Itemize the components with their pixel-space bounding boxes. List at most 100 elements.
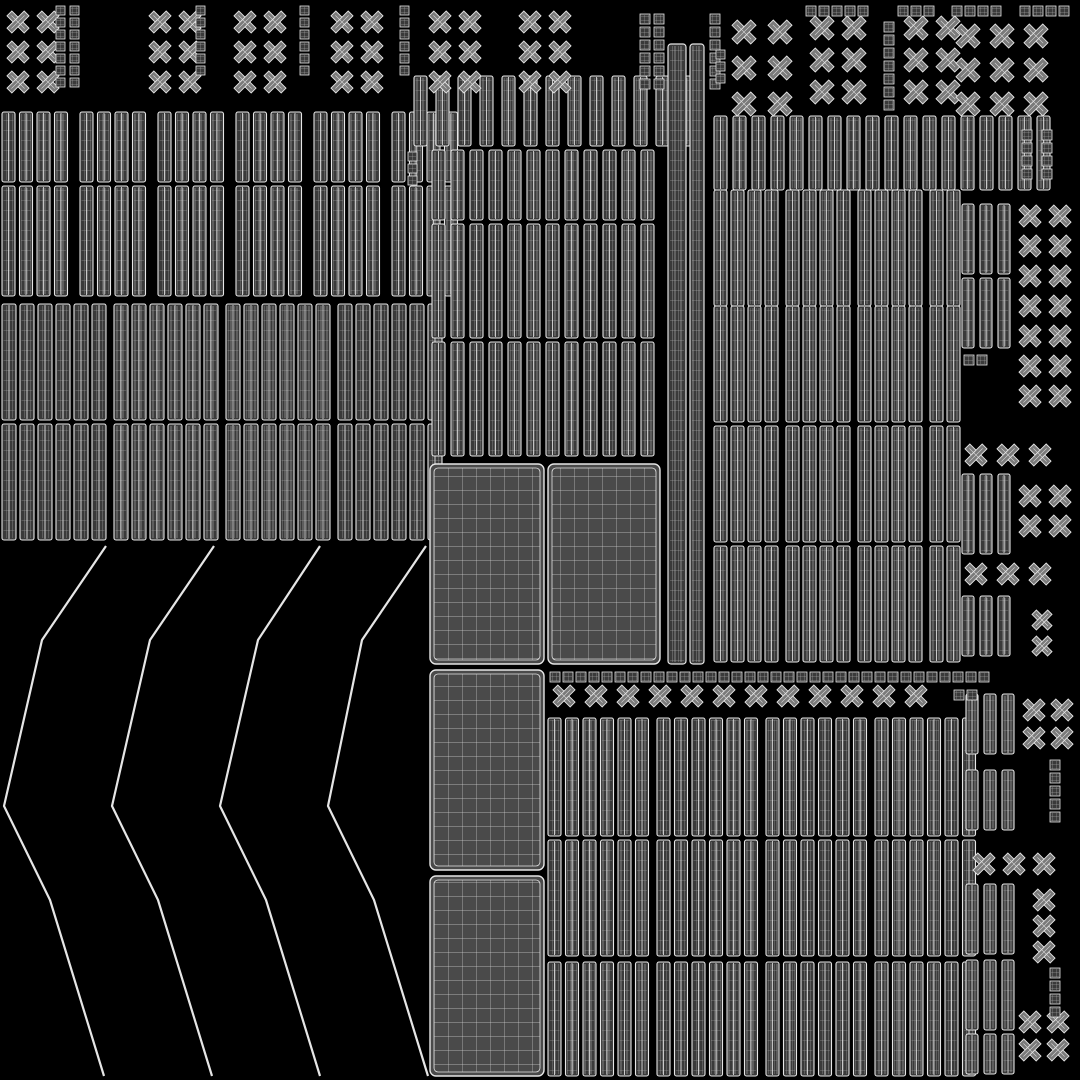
small-square-island	[951, 5, 963, 17]
strip-island	[589, 75, 604, 147]
cross-island	[1018, 264, 1042, 288]
cross-island	[616, 684, 640, 708]
strip-island	[488, 341, 503, 457]
small-square-island	[55, 65, 66, 76]
panel-island	[429, 669, 545, 871]
cross-island	[458, 70, 482, 94]
strip-island	[836, 189, 851, 307]
strip-island	[961, 203, 975, 275]
small-square-island	[55, 77, 66, 88]
small-square-island	[407, 163, 418, 174]
strip-island	[874, 717, 889, 837]
strip-island	[960, 115, 975, 191]
small-square-island	[1049, 785, 1061, 797]
small-square-island	[299, 65, 310, 76]
strip-island	[979, 203, 993, 275]
strip-island	[507, 149, 522, 221]
strip-island	[113, 303, 129, 421]
strip-island	[501, 75, 516, 147]
cross-island	[809, 47, 835, 73]
strip-island	[997, 595, 1011, 657]
small-square-island	[770, 671, 782, 683]
strip-island	[1001, 883, 1015, 955]
strip-island	[891, 189, 906, 307]
cross-island	[178, 70, 202, 94]
small-square-island	[883, 73, 895, 85]
small-square-island	[715, 73, 726, 84]
small-square-island	[601, 671, 613, 683]
strip-island	[545, 149, 560, 221]
small-square-island	[299, 5, 310, 16]
strip-island	[891, 717, 907, 837]
strip-island	[545, 75, 560, 147]
cross-island	[955, 57, 981, 83]
curve-island	[110, 545, 215, 1077]
strip-island	[167, 423, 183, 541]
strip-island	[983, 959, 997, 1031]
cross-island	[1022, 726, 1046, 750]
cross-island	[1048, 354, 1072, 378]
strip-island	[857, 545, 872, 663]
cross-island	[548, 40, 572, 64]
small-square-island	[953, 689, 965, 701]
strip-island	[547, 717, 562, 837]
strip-island	[908, 189, 923, 307]
strip-island	[157, 111, 172, 183]
strip-island	[691, 839, 706, 957]
strip-island	[983, 883, 997, 955]
strip-island	[270, 185, 285, 297]
cross-island	[263, 70, 287, 94]
cross-island	[1018, 354, 1042, 378]
strip-island	[751, 115, 766, 191]
strip-island	[785, 305, 800, 423]
strip-island	[287, 185, 303, 297]
strip-island	[348, 185, 363, 297]
strip-island	[819, 545, 834, 663]
cross-island	[1050, 726, 1074, 750]
small-square-island	[195, 53, 206, 64]
strip-island	[174, 111, 190, 183]
small-square-island	[653, 65, 665, 77]
strip-island	[252, 185, 268, 297]
strip-island	[297, 423, 313, 541]
cross-island	[964, 562, 988, 586]
small-square-island	[848, 671, 860, 683]
small-square-island	[1045, 5, 1057, 17]
strip-island	[203, 423, 219, 541]
strip-island	[348, 111, 363, 183]
small-square-island	[653, 39, 665, 51]
cross-island	[840, 684, 864, 708]
cross-island	[428, 40, 452, 64]
cross-island	[731, 55, 757, 81]
strip-island	[884, 115, 899, 191]
small-square-island	[69, 29, 80, 40]
strip-island	[802, 425, 817, 543]
cross-island	[935, 79, 961, 105]
strip-island	[469, 149, 484, 221]
cross-island	[744, 684, 768, 708]
small-square-islands-layer	[55, 5, 1070, 1018]
small-square-island	[874, 671, 886, 683]
cross-island	[1032, 940, 1056, 964]
cross-island	[1048, 264, 1072, 288]
strip-island	[998, 115, 1013, 191]
cross-island	[1032, 852, 1056, 876]
strip-island	[235, 185, 250, 297]
strip-island	[817, 717, 833, 837]
strip-island	[782, 717, 798, 837]
small-square-island	[965, 671, 977, 683]
strip-island	[835, 717, 850, 837]
strip-islands-layer	[1, 43, 1051, 1077]
small-square-island	[705, 671, 717, 683]
strip-island	[391, 185, 406, 297]
small-square-island	[653, 26, 665, 38]
strip-island	[174, 185, 190, 297]
cross-island	[996, 562, 1020, 586]
strip-island	[730, 425, 745, 543]
small-square-island	[195, 5, 206, 16]
strip-island	[983, 693, 997, 755]
strip-island	[1001, 693, 1015, 755]
cross-island	[6, 70, 30, 94]
small-square-island	[666, 671, 678, 683]
cross-island	[767, 55, 793, 81]
